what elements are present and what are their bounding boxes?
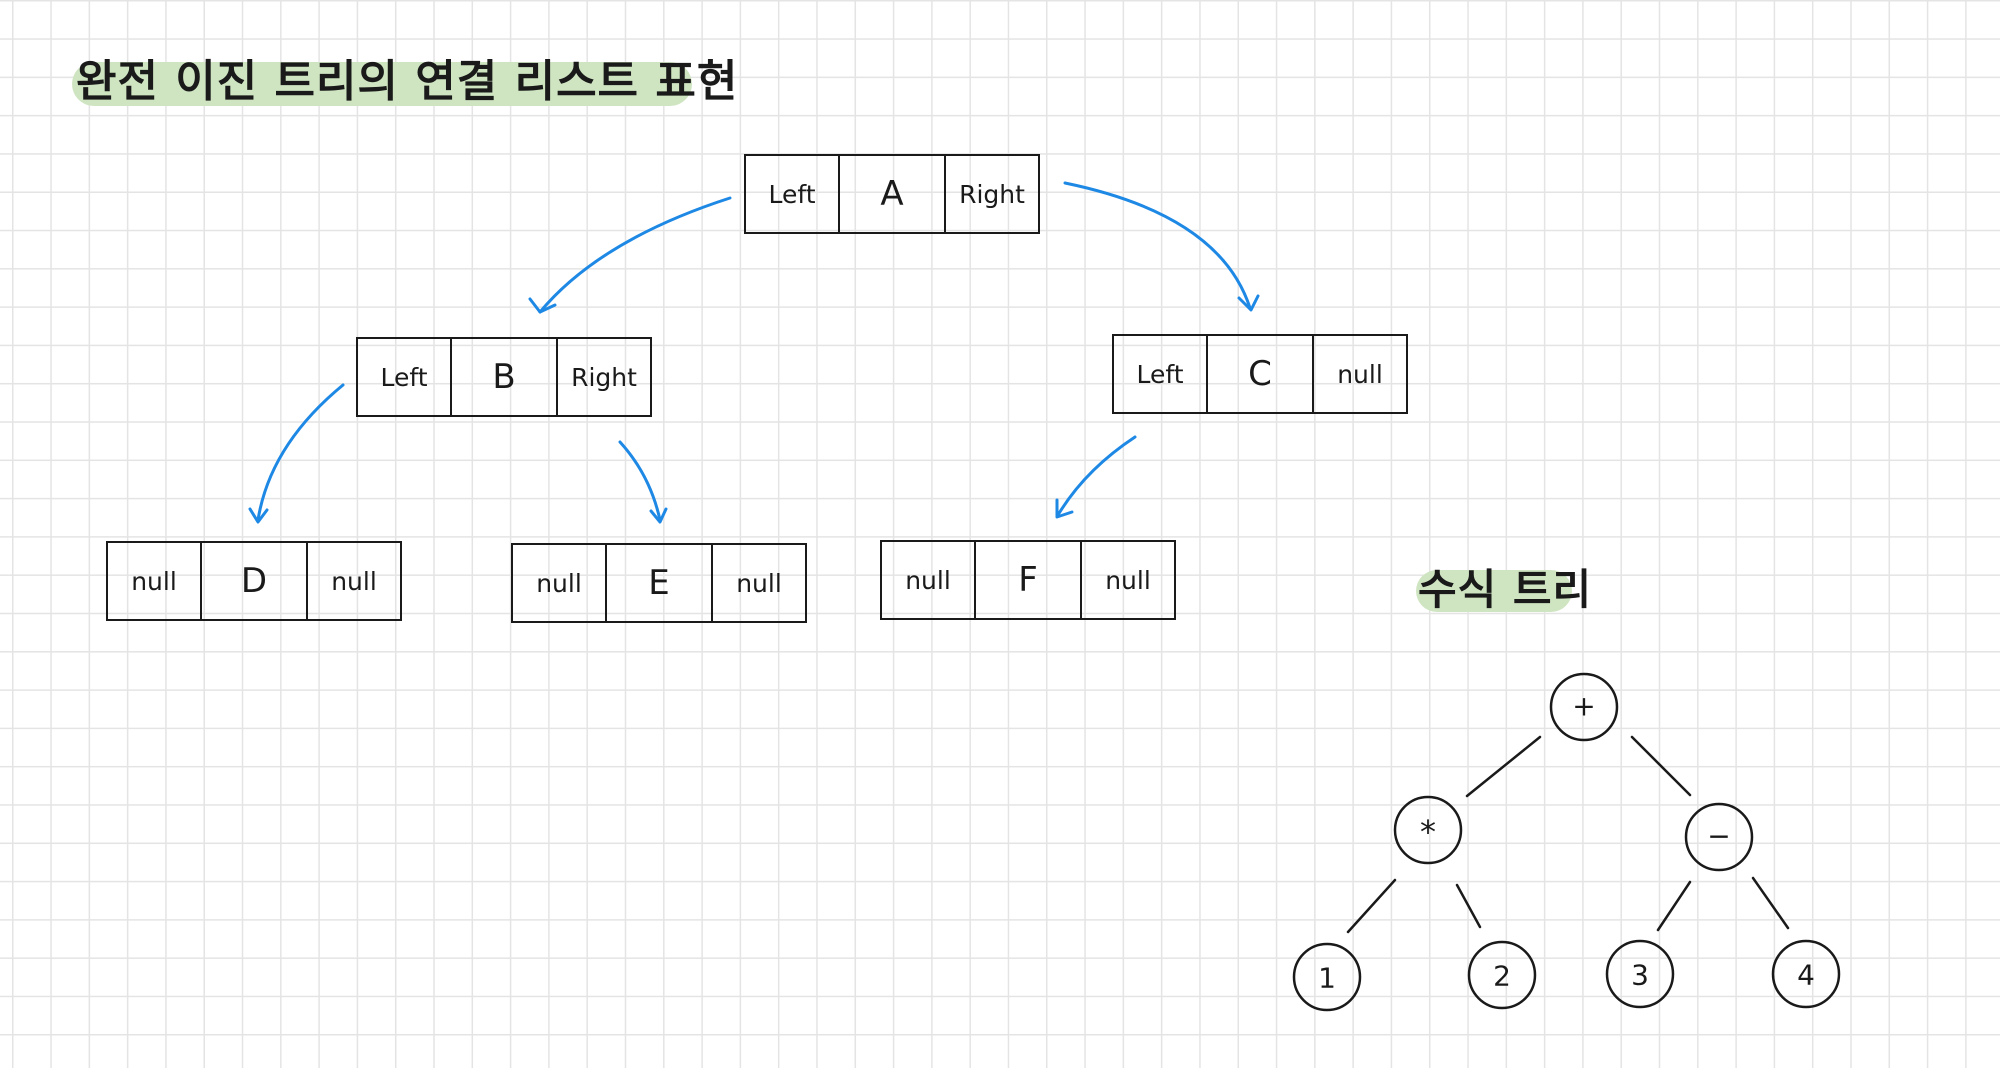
arrow-c-to-f — [1056, 435, 1137, 517]
node-e-value: E — [605, 545, 711, 621]
arrowhead-a-to-b — [528, 297, 557, 314]
edge-times-to-1 — [1346, 878, 1397, 934]
expr-node-2 — [1467, 940, 1537, 1010]
node-d-value: D — [200, 543, 306, 619]
node-f: null F null — [880, 540, 1176, 620]
title-highlight — [72, 62, 692, 106]
arrow-b-to-e — [618, 440, 662, 522]
expression-tree-title-text: 수식 트리 — [1418, 565, 1593, 614]
arrow-a-to-c — [1063, 181, 1252, 310]
node-b-right-pointer: Right — [556, 339, 650, 415]
node-d: null D null — [106, 541, 402, 621]
node-e-left-pointer: null — [536, 568, 582, 598]
expr-node-1 — [1292, 942, 1362, 1012]
expr-label-times: * — [1420, 813, 1436, 851]
node-f-left-pointer: null — [905, 565, 951, 595]
node-f-value: F — [974, 542, 1080, 618]
node-c: Left C null — [1112, 334, 1408, 414]
node-c-value: C — [1206, 336, 1312, 412]
node-a: Left A Right — [744, 154, 1040, 234]
edge-times-to-2 — [1455, 883, 1482, 929]
edge-minus-to-3 — [1656, 880, 1692, 932]
node-d-right-pointer: null — [306, 543, 400, 619]
expr-node-3 — [1605, 939, 1675, 1009]
arrowhead-a-to-c — [1237, 294, 1260, 312]
node-e: null E null — [511, 543, 807, 623]
arrow-a-to-b — [538, 196, 732, 314]
expr-label-4: 4 — [1797, 959, 1815, 992]
expr-node-minus — [1684, 802, 1754, 872]
expr-label-3: 3 — [1631, 959, 1649, 992]
node-a-value: A — [838, 156, 944, 232]
arrow-b-to-d — [256, 383, 345, 522]
node-d-left-pointer: null — [131, 566, 177, 596]
node-f-right-pointer: null — [1080, 542, 1174, 618]
node-b-left-pointer: Left — [380, 362, 428, 392]
node-a-right-pointer: Right — [944, 156, 1038, 232]
node-c-left-pointer: Left — [1136, 359, 1184, 389]
node-b-value: B — [450, 339, 556, 415]
arrowhead-c-to-f — [1055, 498, 1074, 519]
expression-title-highlight — [1416, 570, 1572, 612]
expr-label-1: 1 — [1318, 962, 1336, 995]
linked-list-title-text: 완전 이진 트리의 연결 리스트 표현 — [76, 56, 739, 107]
expr-node-plus — [1549, 672, 1619, 742]
expr-label-minus: − — [1707, 820, 1730, 853]
expression-tree-title: 수식 트리 — [1416, 560, 1593, 620]
linked-list-title: 완전 이진 트리의 연결 리스트 표현 — [72, 50, 739, 114]
arrowhead-b-to-e — [649, 507, 668, 524]
node-c-right-pointer: null — [1312, 336, 1406, 412]
expr-node-times — [1393, 795, 1463, 865]
edge-plus-to-times — [1465, 735, 1542, 798]
expr-label-plus: + — [1572, 690, 1595, 723]
arrowhead-b-to-d — [248, 507, 269, 524]
edge-minus-to-4 — [1751, 876, 1790, 930]
node-a-left-pointer: Left — [768, 179, 816, 209]
expr-node-4 — [1771, 939, 1841, 1009]
expr-label-2: 2 — [1493, 960, 1511, 993]
node-e-right-pointer: null — [711, 545, 805, 621]
edge-plus-to-minus — [1630, 735, 1692, 797]
node-b: Left B Right — [356, 337, 652, 417]
